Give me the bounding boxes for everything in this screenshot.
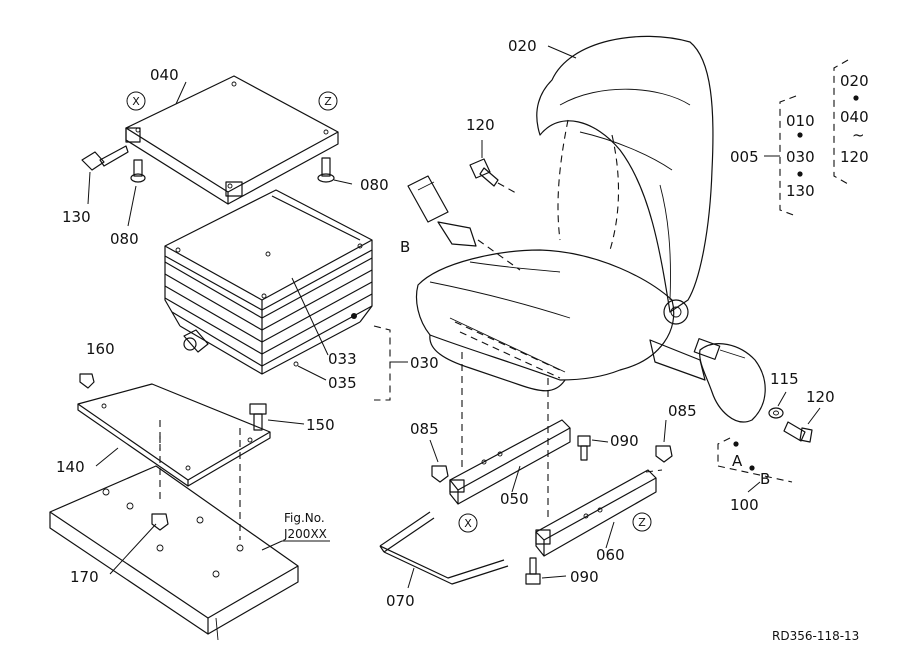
nut-085-right bbox=[655, 445, 673, 463]
marker-z-bottom: Z bbox=[632, 512, 652, 532]
rail-060 bbox=[535, 469, 657, 557]
svg-text:X: X bbox=[132, 95, 140, 108]
marker-x-bottom: X bbox=[458, 513, 478, 533]
marker-b-right-label: B bbox=[760, 470, 770, 488]
figref-number: J200XX bbox=[283, 527, 327, 541]
washer-115 bbox=[768, 407, 784, 419]
label-020: 020 bbox=[508, 37, 537, 55]
label-070: 070 bbox=[386, 592, 415, 610]
label-005: 005 bbox=[730, 148, 759, 166]
label-035: 035 bbox=[328, 374, 357, 392]
group-010: 010 bbox=[786, 112, 815, 130]
figref-label: Fig.No. bbox=[284, 511, 325, 525]
label-060: 060 bbox=[596, 546, 625, 564]
label-080-left: 080 bbox=[110, 230, 139, 248]
group-020: 020 bbox=[840, 72, 869, 90]
bolt-120-right bbox=[783, 421, 813, 443]
figref-leader bbox=[261, 540, 283, 551]
wire-070 bbox=[379, 511, 509, 585]
label-115: 115 bbox=[770, 370, 799, 388]
group-120: 120 bbox=[840, 148, 869, 166]
marker-z-top: Z bbox=[318, 91, 338, 111]
svg-text:X: X bbox=[464, 517, 472, 530]
seat-belt-retractor-a bbox=[649, 338, 766, 423]
rail-050 bbox=[449, 419, 571, 505]
label-080-right: 080 bbox=[360, 176, 389, 194]
bolt-130 bbox=[81, 145, 129, 171]
drawing-code: RD356-118-13 bbox=[772, 629, 859, 643]
label-160: 160 bbox=[86, 340, 115, 358]
group-dot-3 bbox=[853, 95, 859, 101]
label-100: 100 bbox=[730, 496, 759, 514]
label-030: 030 bbox=[410, 354, 439, 372]
group-tilde: ~ bbox=[852, 126, 865, 144]
label-090-lower: 090 bbox=[570, 568, 599, 586]
label-170: 170 bbox=[70, 568, 99, 586]
nut-080-right bbox=[317, 157, 335, 183]
suspension-030 bbox=[164, 189, 373, 375]
group-030: 030 bbox=[786, 148, 815, 166]
marker-b-label: B bbox=[400, 238, 410, 256]
nut-160 bbox=[79, 373, 95, 389]
leader-lines bbox=[87, 45, 849, 589]
group-dot-2 bbox=[797, 171, 803, 177]
seat-belt-buckle-b bbox=[407, 175, 521, 271]
group-130: 130 bbox=[786, 182, 815, 200]
bolt-150 bbox=[249, 403, 267, 431]
label-085-right: 085 bbox=[668, 402, 697, 420]
marker-a-label: A bbox=[732, 452, 743, 470]
group-dot-5 bbox=[749, 465, 755, 471]
group-040: 040 bbox=[840, 108, 869, 126]
label-050: 050 bbox=[500, 490, 529, 508]
nut-080-left bbox=[130, 159, 146, 183]
svg-text:Z: Z bbox=[324, 95, 332, 108]
bolt-120-upper bbox=[469, 158, 517, 194]
nut-170 bbox=[151, 513, 169, 531]
label-040: 040 bbox=[150, 66, 179, 84]
label-085-left: 085 bbox=[410, 420, 439, 438]
bolt-090-lower bbox=[525, 557, 541, 585]
label-130: 130 bbox=[62, 208, 91, 226]
marker-x-top: X bbox=[126, 91, 146, 111]
label-120-upper: 120 bbox=[466, 116, 495, 134]
nut-085-left bbox=[431, 465, 449, 483]
label-120-right: 120 bbox=[806, 388, 835, 406]
svg-text:Z: Z bbox=[638, 516, 646, 529]
plate-140 bbox=[77, 383, 271, 487]
label-033: 033 bbox=[328, 350, 357, 368]
label-090-upper: 090 bbox=[610, 432, 639, 450]
bolt-090-upper bbox=[577, 435, 591, 461]
group-dot-4 bbox=[733, 441, 739, 447]
label-140: 140 bbox=[56, 458, 85, 476]
base-frame bbox=[49, 465, 299, 641]
label-150: 150 bbox=[306, 416, 335, 434]
top-plate-040 bbox=[125, 75, 339, 205]
group-dot-1 bbox=[797, 132, 803, 138]
seat-assembly bbox=[415, 35, 714, 392]
